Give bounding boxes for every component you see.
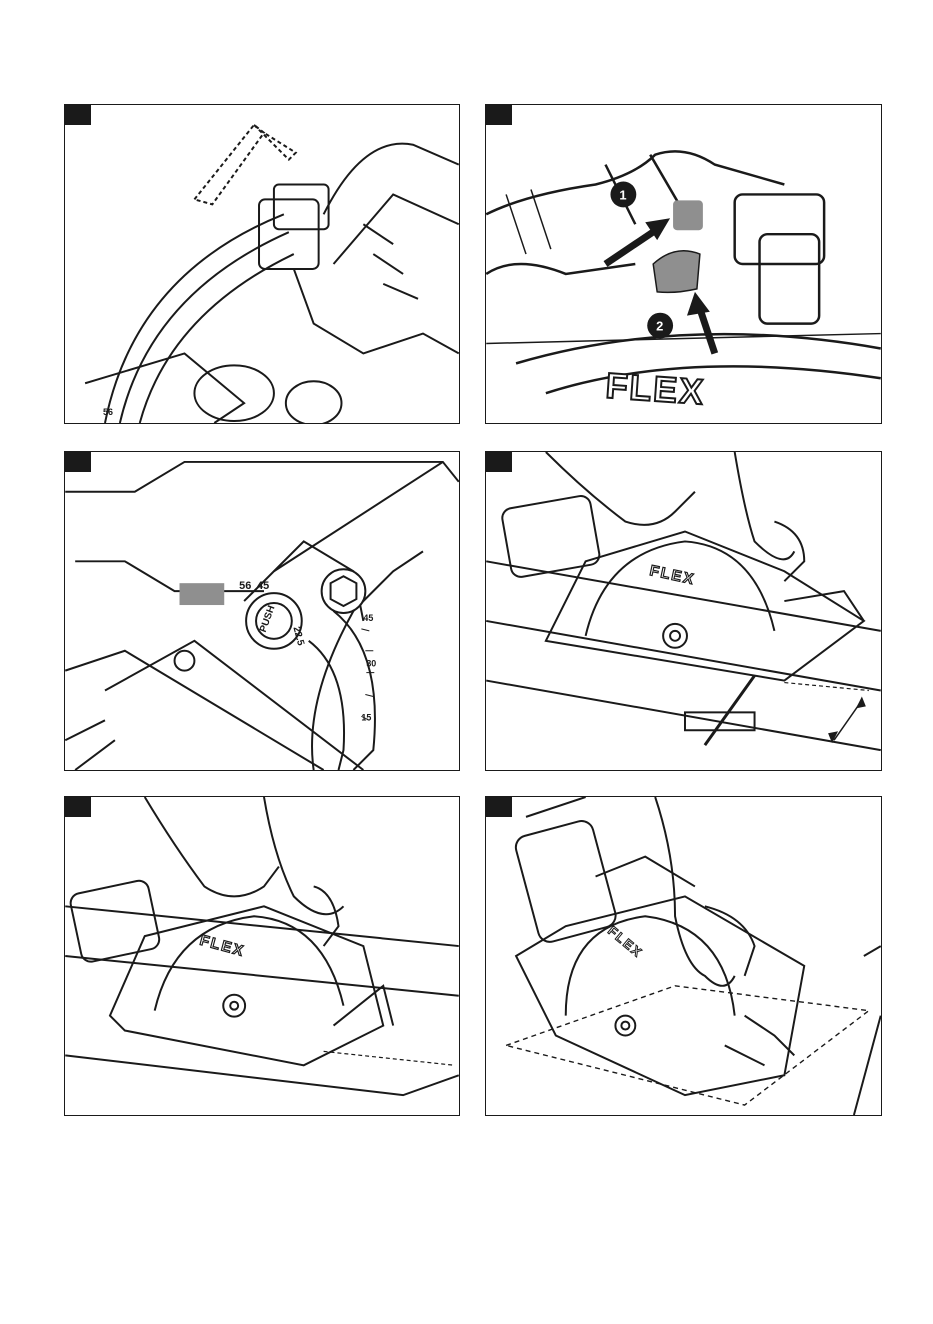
figure-3-illustration: 56 45 45 30 22.5 15 PUSH	[65, 452, 459, 770]
figure-2-panel: 1 2 FLEX	[485, 104, 882, 424]
figure-1-panel: 56	[64, 104, 460, 424]
callout-1: 1	[619, 187, 626, 202]
figure-4-illustration: FLEX	[486, 452, 881, 770]
figure-2-illustration: 1 2 FLEX	[486, 105, 881, 423]
bevel-label-56: 56	[239, 580, 251, 592]
figure-3-panel: 56 45 45 30 22.5 15 PUSH	[64, 451, 460, 771]
figure-6-illustration: FLEX	[486, 797, 881, 1115]
brand-logo: FLEX	[198, 933, 247, 960]
scale-label-30: 30	[366, 659, 376, 669]
bevel-label-45: 45	[257, 580, 269, 592]
bevel-label-22-5: 22.5	[290, 625, 306, 647]
scale-label-45: 45	[363, 613, 373, 623]
brand-logo: FLEX	[605, 923, 646, 961]
figure-5-panel: FLEX	[64, 796, 460, 1116]
figure-6-panel: FLEX	[485, 796, 882, 1116]
figure-4-panel: FLEX	[485, 451, 882, 771]
brand-logo: FLEX	[604, 366, 706, 413]
scale-label: 56	[103, 407, 113, 417]
scale-label-15: 15	[361, 712, 371, 722]
figure-5-illustration: FLEX	[65, 797, 459, 1115]
callout-2: 2	[656, 319, 663, 334]
brand-logo: FLEX	[648, 563, 696, 588]
figure-1-illustration: 56	[65, 105, 459, 423]
